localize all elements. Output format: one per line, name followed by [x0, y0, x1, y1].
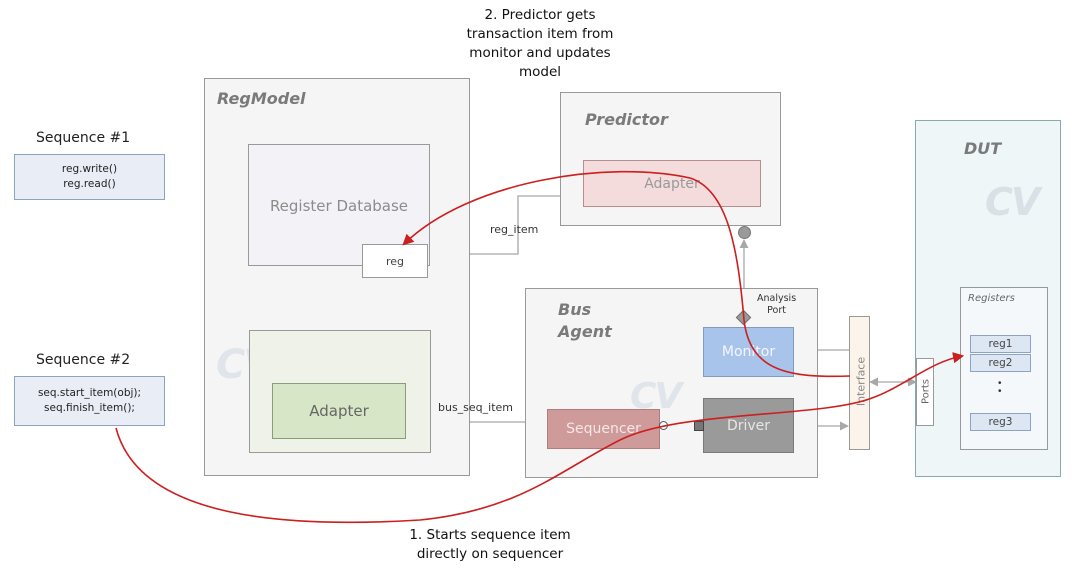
sequencer-port-icon — [659, 421, 668, 430]
analysis-port-label: Analysis Port — [757, 293, 796, 317]
predictor-adapter-label: Adapter — [644, 175, 700, 192]
sequencer-note-line-2: directly on sequencer — [416, 546, 564, 562]
predictor-note-line-1: 2. Predictor gets — [484, 7, 596, 23]
bus-agent-title-line-1: Bus — [558, 300, 592, 319]
predictor-title: Predictor — [585, 110, 668, 129]
reg1-label: reg1 — [988, 338, 1013, 350]
predictor-note-line-3: monitor and updates — [469, 45, 611, 61]
driver-port-icon — [694, 421, 704, 431]
watermark-logo-3: CV — [985, 180, 1040, 224]
reg-label: reg — [385, 254, 405, 268]
sequencer-box[interactable]: Sequencer — [547, 409, 660, 449]
regmodel-title: RegModel — [217, 89, 306, 108]
analysis-port-label-line-2: Port — [767, 305, 786, 316]
sequence1-label: Sequence #1 — [36, 130, 131, 146]
sequencer-note-line-1: 1. Starts sequence item — [409, 527, 571, 543]
interface-box[interactable]: Interface — [849, 316, 870, 450]
interface-label: Interface — [854, 356, 868, 407]
sequence2-line-1: seq.start_item(obj); — [37, 387, 142, 399]
reg-item-label: reg_item — [490, 223, 539, 236]
regmodel-adapter-box[interactable]: Adapter — [272, 383, 406, 439]
bus-agent-title-line-2: Agent — [558, 322, 612, 341]
reg3-label: reg3 — [988, 416, 1013, 428]
reg3-box[interactable]: reg3 — [970, 413, 1031, 431]
monitor-label: Monitor — [721, 344, 776, 360]
ports-box[interactable]: Ports — [916, 358, 934, 426]
reg-box[interactable]: reg — [362, 244, 428, 278]
dut-title: DUT — [964, 139, 1002, 158]
driver-label: Driver — [726, 417, 771, 434]
predictor-adapter-box[interactable]: Adapter — [583, 160, 761, 207]
analysis-port-label-line-1: Analysis — [757, 293, 797, 304]
sequence1-line-1: reg.write() — [61, 163, 118, 175]
reg1-box[interactable]: reg1 — [970, 335, 1031, 353]
sequencer-note: 1. Starts sequence item directly on sequ… — [390, 526, 590, 564]
registers-title: Registers — [968, 293, 1015, 304]
bus-agent-title: Bus Agent — [558, 299, 612, 343]
reg2-label: reg2 — [988, 357, 1013, 369]
sequence1-box[interactable]: reg.write() reg.read() — [14, 154, 165, 200]
driver-box[interactable]: Driver — [703, 398, 794, 453]
sequence2-label: Sequence #2 — [36, 352, 131, 368]
register-database-label: Register Database — [269, 197, 409, 215]
registers-ellipsis: • • — [998, 378, 1002, 397]
analysis-port-circle — [738, 226, 751, 239]
predictor-note-line-2: transaction item from — [466, 26, 614, 42]
sequencer-label: Sequencer — [566, 421, 641, 437]
bus-seq-item-label: bus_seq_item — [438, 401, 514, 414]
regmodel-adapter-label: Adapter — [309, 402, 369, 420]
predictor-note-line-4: model — [518, 64, 562, 80]
ports-label: Ports — [920, 378, 932, 405]
sequence2-line-2: seq.finish_item(); — [44, 402, 135, 414]
sequence2-box[interactable]: seq.start_item(obj); seq.finish_item(); — [14, 376, 165, 426]
sequence1-line-2: reg.read() — [63, 178, 116, 190]
monitor-box[interactable]: Monitor — [703, 327, 794, 377]
reg2-box[interactable]: reg2 — [970, 354, 1031, 372]
predictor-note: 2. Predictor gets transaction item from … — [440, 6, 640, 82]
